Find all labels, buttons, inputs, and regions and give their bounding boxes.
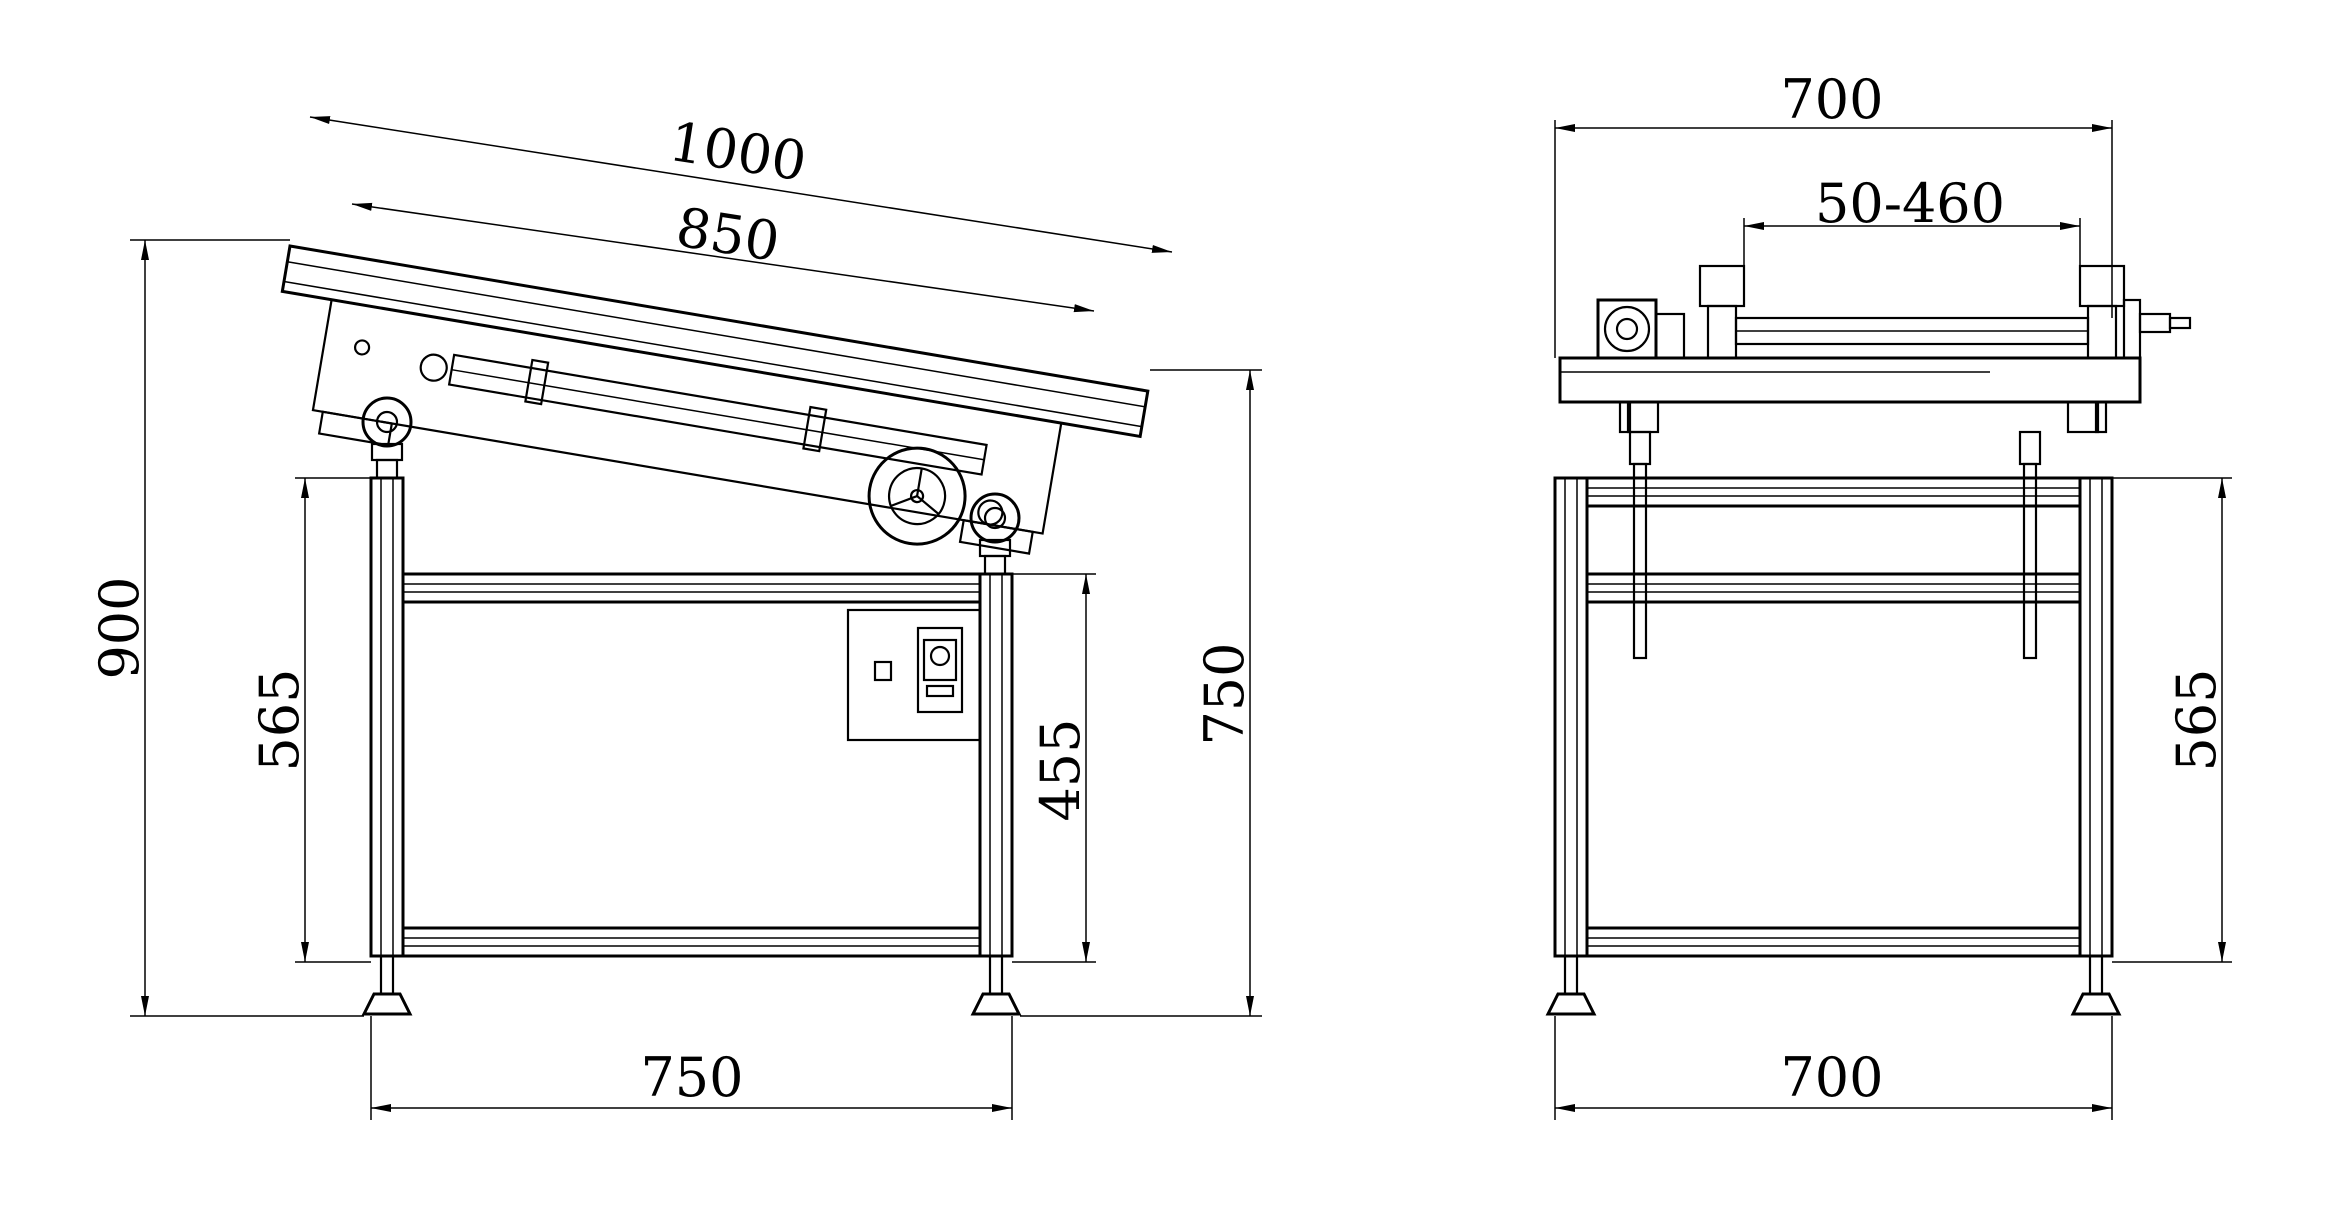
dim-frame-height-side: 565 xyxy=(248,668,311,771)
dim-line-850 xyxy=(351,202,1095,313)
dim-adjust-range: 50-460 xyxy=(1815,172,2005,235)
dim-top-width-front: 700 xyxy=(1780,68,1883,131)
dimensions: 1000 850 900 565 455 750 750 700 xyxy=(88,68,2232,1120)
dim-total-height: 900 xyxy=(88,576,151,679)
dim-conveyor-height: 750 xyxy=(1193,642,1256,745)
dim-legs-height: 455 xyxy=(1029,718,1092,821)
dim-inner-length: 850 xyxy=(672,196,784,274)
pivot-joint-left xyxy=(361,396,413,480)
side-frame xyxy=(361,476,1022,1016)
front-frame xyxy=(1545,476,2122,1016)
handwheel-icon xyxy=(867,446,967,546)
dim-frame-height-front: 565 xyxy=(2165,668,2228,771)
control-box xyxy=(846,608,982,742)
dim-base-width-front: 700 xyxy=(1780,1046,1883,1109)
pivot-joint-right xyxy=(969,492,1021,576)
switch-icon xyxy=(873,660,893,682)
conveyor-body xyxy=(280,244,1150,555)
front-view xyxy=(1545,264,2192,1016)
motor-icon xyxy=(1596,298,1658,360)
front-top-assembly xyxy=(1558,264,2192,660)
dim-top-length: 1000 xyxy=(665,110,811,194)
dim-base-width-side: 750 xyxy=(640,1046,743,1109)
side-view xyxy=(280,244,1150,1016)
